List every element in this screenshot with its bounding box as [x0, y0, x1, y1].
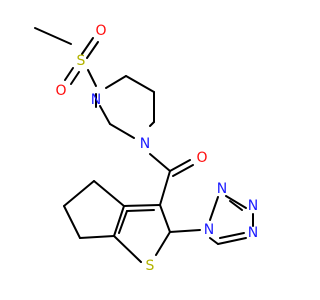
bond-thio-tetrazole — [169, 229, 201, 233]
bond-thio-s-c6a — [113, 235, 142, 263]
bond-carbonyl-ring — [159, 170, 171, 206]
bond-tet-1 — [209, 196, 219, 221]
atom-label-methyl-sulfonyl-s: S — [77, 53, 86, 69]
bond-methyl-sulfonyl — [34, 27, 72, 45]
molecule-structure-diagram: S O O N N O S N N N N — [0, 0, 300, 300]
bond-carbonyl-o-b — [172, 164, 194, 177]
bond-tet-4 — [217, 237, 247, 245]
bond-thio-c6a-c3a — [113, 205, 125, 237]
atom-label-tetrazole-n2: N — [217, 181, 227, 197]
bond-sulfonyl-o-bottom-a — [64, 67, 74, 81]
bond-cp-4 — [79, 235, 115, 239]
atom-label-piperazine-n-lower: N — [140, 136, 150, 152]
bond-thio-c6a-c3a-inner — [118, 210, 128, 234]
bond-sulfonyl-o-top-a — [81, 37, 94, 55]
bond-thio-c2-s — [155, 231, 171, 256]
bond-pip-5 — [109, 123, 135, 139]
bond-cp-2 — [63, 180, 95, 207]
atom-label-carbonyl-o: O — [196, 150, 207, 166]
atom-label-tetrazole-n1: N — [204, 222, 214, 238]
atom-label-piperazine-n-upper: N — [91, 92, 101, 108]
bond-carbonyl-o-a — [169, 159, 191, 172]
bond-pip-2 — [125, 75, 155, 93]
atom-labels: S O O N N O S N N N N — [55, 23, 258, 274]
bond-pip-1 — [105, 75, 127, 89]
bond-tet-5 — [209, 237, 219, 245]
atom-label-sulfonyl-o-top: O — [95, 23, 106, 39]
bond-sulfonyl-piperazine — [87, 69, 97, 87]
bond-tet-2-inner — [229, 200, 243, 211]
atom-label-tetrazole-n3: N — [248, 198, 258, 214]
bond-tet-4-inner — [219, 232, 245, 239]
atom-label-sulfonyl-o-bottom: O — [55, 83, 66, 99]
atom-label-thiophene-s: S — [146, 258, 155, 274]
bond-sulfonyl-o-top-b — [86, 41, 99, 59]
diagram-background — [0, 0, 300, 300]
bond-lines — [34, 27, 254, 263]
bond-thio-c3-c2 — [159, 204, 171, 233]
bond-cp-3 — [63, 205, 81, 239]
bond-sulfonyl-o-bottom-b — [70, 71, 80, 85]
bond-tet-2 — [225, 195, 247, 209]
bond-pip-6 — [99, 105, 111, 125]
bond-thio-c3-c3a-inner — [126, 209, 155, 212]
atom-label-tetrazole-n4: N — [248, 225, 258, 241]
bond-thio-c3-c3a — [123, 204, 161, 207]
bond-pip-carbonyl — [149, 153, 171, 172]
bond-pip-4 — [149, 121, 155, 127]
bond-cp-1 — [93, 180, 125, 207]
